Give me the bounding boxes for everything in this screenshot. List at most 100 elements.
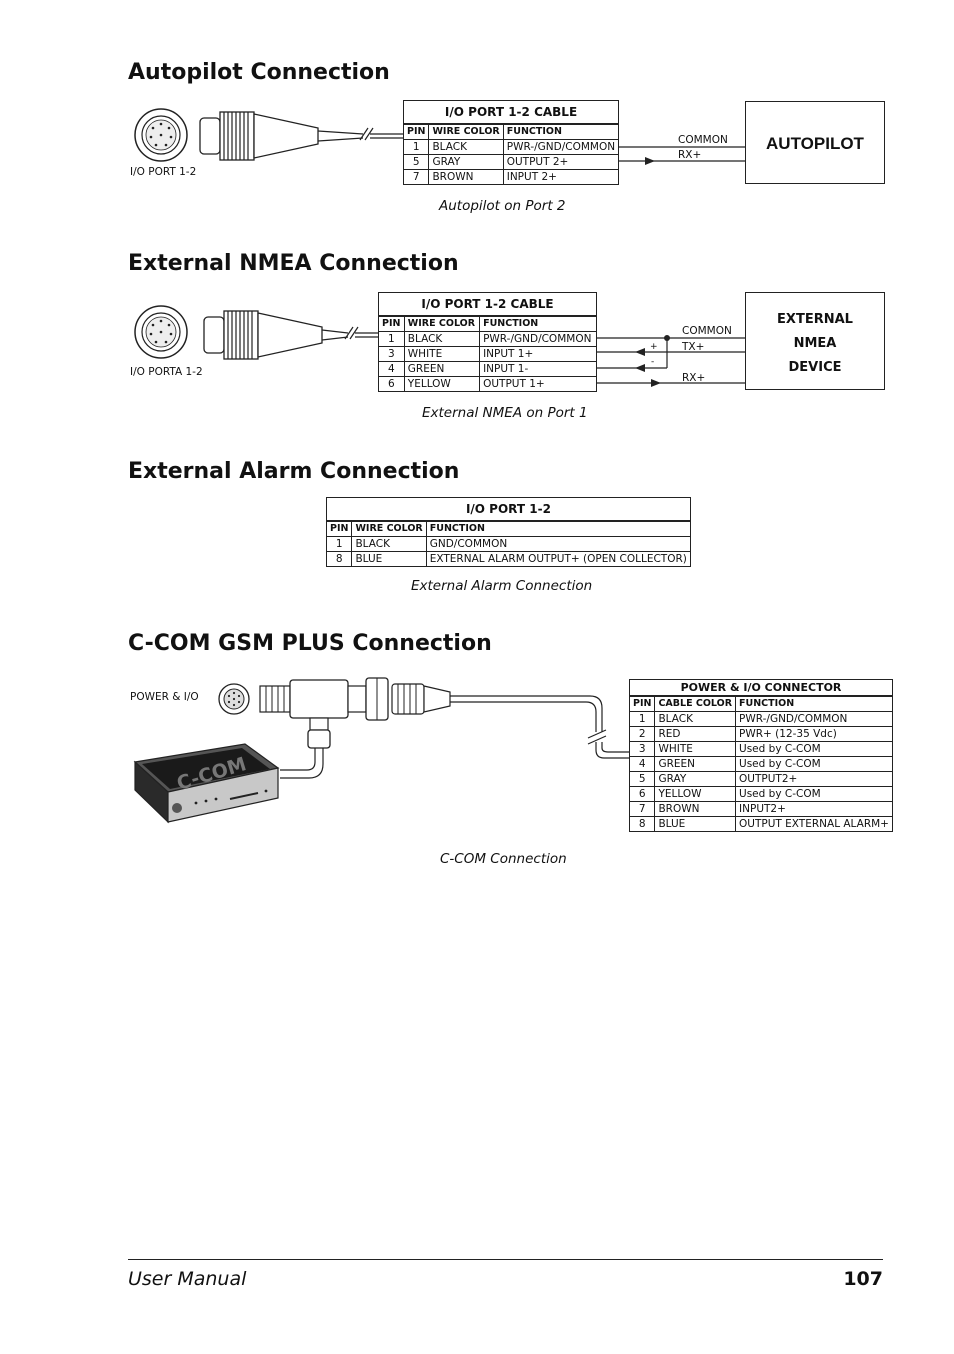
- autopilot-line-label: COMMON: [678, 134, 728, 146]
- table-row: 8 BLUE EXTERNAL ALARM OUTPUT+ (OPEN COLL…: [325, 551, 691, 567]
- pin-cell: 8: [325, 551, 353, 567]
- function-cell: OUTPUT EXTERNAL ALARM+: [735, 816, 893, 832]
- pin-cell: 6: [378, 376, 405, 392]
- pin-cell: 1: [402, 139, 430, 155]
- page-number: 107: [843, 1268, 883, 1290]
- table-header: CABLE COLOR: [654, 695, 737, 712]
- color-cell: WHITE: [654, 741, 737, 757]
- function-cell: Used by C-COM: [735, 756, 893, 772]
- table-row: 7 BROWN INPUT 2+: [402, 169, 620, 185]
- table-row: 1 BLACK GND/COMMON: [325, 536, 691, 552]
- function-cell: PWR-/GND/COMMON: [502, 139, 620, 155]
- autopilot-section-title: Autopilot Connection: [128, 60, 390, 85]
- color-cell: RED: [654, 726, 737, 742]
- pin-cell: 1: [325, 536, 353, 552]
- pin-cell: 3: [378, 346, 405, 362]
- autopilot-device-label: AUTOPILOT: [766, 134, 864, 153]
- function-cell: INPUT2+: [735, 801, 893, 817]
- color-cell: BLACK: [351, 536, 427, 552]
- ccom-pin-table: POWER & I/O CONNECTOR PIN CABLE COLOR FU…: [628, 679, 893, 832]
- autopilot-device-box: AUTOPILOT: [745, 101, 885, 184]
- function-cell: INPUT 2+: [502, 169, 620, 185]
- autopilot-table-title: I/O PORT 1-2 CABLE: [402, 100, 620, 125]
- ccom-section-title: C-COM GSM PLUS Connection: [128, 631, 492, 656]
- nmea-device-line: DEVICE: [788, 360, 842, 375]
- autopilot-line-label: RX+: [678, 149, 702, 161]
- pin-cell: 8: [628, 816, 656, 832]
- color-cell: BROWN: [428, 169, 504, 185]
- autopilot-caption: Autopilot on Port 2: [439, 198, 566, 214]
- pin-cell: 1: [628, 711, 656, 727]
- function-cell: OUTPUT2+: [735, 771, 893, 787]
- pin-cell: 6: [628, 786, 656, 802]
- table-header: FUNCTION: [479, 315, 597, 332]
- table-header: FUNCTION: [425, 520, 691, 537]
- table-row: 4 GREEN INPUT 1-: [378, 361, 597, 377]
- pin-cell: 7: [628, 801, 656, 817]
- color-cell: BLUE: [351, 551, 427, 567]
- table-header: FUNCTION: [502, 123, 620, 140]
- function-cell: INPUT 1+: [479, 346, 597, 362]
- ccom-caption: C-COM Connection: [440, 851, 567, 867]
- function-cell: Used by C-COM: [735, 786, 893, 802]
- nmea-device-label: EXTERNAL NMEA DEVICE: [746, 308, 884, 380]
- nmea-section-title: External NMEA Connection: [128, 251, 459, 276]
- table-header: PIN: [402, 123, 430, 140]
- function-cell: OUTPUT 2+: [502, 154, 620, 170]
- pin-cell: 4: [378, 361, 405, 377]
- table-header: WIRE COLOR: [428, 123, 504, 140]
- pin-cell: 7: [402, 169, 430, 185]
- alarm-table-title: I/O PORT 1-2: [326, 497, 691, 522]
- table-row: 6 YELLOW OUTPUT 1+: [378, 376, 597, 392]
- color-cell: BLACK: [403, 331, 481, 347]
- color-cell: YELLOW: [403, 376, 481, 392]
- table-header: PIN: [628, 695, 656, 712]
- table-row: 1 BLACK PWR-/GND/COMMON: [402, 139, 620, 155]
- function-cell: Used by C-COM: [735, 741, 893, 757]
- color-cell: BROWN: [654, 801, 737, 817]
- nmea-device-line: EXTERNAL: [777, 312, 853, 327]
- table-row: 3 WHITE INPUT 1+: [378, 346, 597, 362]
- ccom-table-title: POWER & I/O CONNECTOR: [629, 679, 893, 697]
- pin-cell: 3: [628, 741, 656, 757]
- table-header: PIN: [378, 315, 405, 332]
- nmea-polarity-minus: -: [651, 357, 655, 367]
- pin-cell: 5: [628, 771, 656, 787]
- nmea-device-line: NMEA: [793, 336, 837, 351]
- function-cell: GND/COMMON: [425, 536, 691, 552]
- nmea-caption: External NMEA on Port 1: [422, 405, 588, 421]
- nmea-polarity-plus: +: [650, 342, 658, 352]
- color-cell: WHITE: [403, 346, 481, 362]
- autopilot-connector-label: I/O PORT 1-2: [130, 166, 197, 178]
- footer-title: User Manual: [128, 1268, 247, 1290]
- nmea-line-label: RX+: [682, 372, 706, 384]
- alarm-caption: External Alarm Connection: [411, 578, 593, 594]
- nmea-device-box: EXTERNAL NMEA DEVICE: [745, 292, 885, 390]
- color-cell: BLACK: [654, 711, 737, 727]
- nmea-table-title: I/O PORT 1-2 CABLE: [378, 292, 597, 317]
- footer-divider: [128, 1259, 883, 1260]
- table-header: PIN: [325, 520, 353, 537]
- pin-cell: 1: [378, 331, 405, 347]
- function-cell: OUTPUT 1+: [479, 376, 597, 392]
- nmea-line-label: TX+: [682, 341, 705, 353]
- color-cell: GRAY: [428, 154, 504, 170]
- function-cell: PWR+ (12-35 Vdc): [735, 726, 893, 742]
- function-cell: PWR-/GND/COMMON: [479, 331, 597, 347]
- ccom-device-illustration: [133, 677, 630, 824]
- nmea-line-label: COMMON: [682, 325, 732, 337]
- table-row: 5 GRAY OUTPUT 2+: [402, 154, 620, 170]
- alarm-section-title: External Alarm Connection: [128, 459, 460, 484]
- pin-cell: 4: [628, 756, 656, 772]
- nmea-connector-icon: [134, 305, 380, 360]
- nmea-connector-label: I/O PORTA 1-2: [130, 366, 203, 378]
- function-cell: INPUT 1-: [479, 361, 597, 377]
